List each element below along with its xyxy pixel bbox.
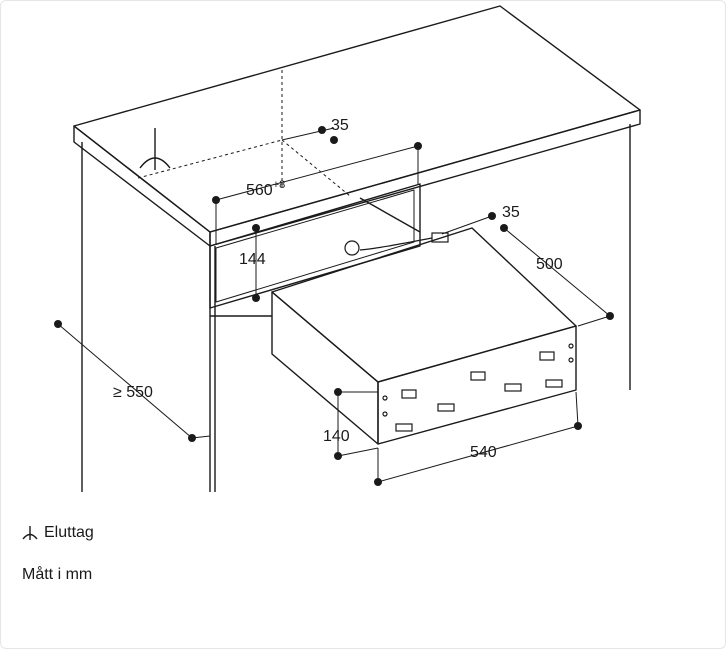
drawer-slot (401, 389, 417, 399)
worktop-top (73, 5, 641, 233)
dim-point (252, 224, 260, 232)
legend-socket-label: Eluttag (44, 524, 94, 541)
drawer-slot (504, 383, 522, 392)
socket-guide-diagonal (281, 139, 351, 197)
dim-label-500: 500 (536, 256, 563, 273)
dim-point (252, 294, 260, 302)
connector-plug (431, 232, 449, 243)
dim-point (318, 126, 326, 134)
dim-line-500 (503, 227, 611, 317)
mains-plug (344, 240, 360, 256)
dim-line-540 (377, 425, 579, 483)
dim-line-35-top (281, 127, 335, 141)
ext-line (575, 391, 579, 427)
drawer-slot (539, 351, 555, 361)
dim-label-140: 140 (323, 428, 350, 445)
drawer-screw (568, 343, 574, 349)
dim-value-560: 560 (246, 182, 273, 199)
dim-point (606, 312, 614, 320)
drawer-slot (470, 371, 486, 381)
legend-socket: Eluttag (22, 520, 94, 546)
socket-guide-horizontal (137, 139, 283, 179)
dim-point (54, 320, 62, 328)
dim-point (212, 196, 220, 204)
dim-label-144: 144 (239, 251, 266, 268)
drawer-screw (568, 357, 574, 363)
dim-point (334, 452, 342, 460)
dim-label-540: 540 (470, 444, 497, 461)
dim-line-550 (57, 323, 193, 439)
drawer-top (271, 227, 577, 383)
worktop-side-edge (209, 109, 641, 247)
niche-opening (209, 183, 421, 309)
dim-point (574, 422, 582, 430)
units-note: Mått i mm (22, 566, 93, 583)
drawer-slot (395, 423, 413, 432)
dim-point (334, 388, 342, 396)
socket-symbol (139, 128, 171, 170)
dim-line-560 (215, 145, 419, 201)
dim-point (330, 136, 338, 144)
dim-label-550: ≥ 550 (113, 384, 153, 401)
legend-units: Mått i mm (22, 562, 94, 588)
drawer-screw (382, 395, 388, 401)
ext-line (577, 315, 611, 327)
dim-point (488, 212, 496, 220)
legend: Eluttag Mått i mm (22, 520, 94, 588)
dim-point (500, 224, 508, 232)
dim-label-35-top: 35 (331, 117, 349, 134)
drawer-front-panel (377, 325, 577, 445)
drawer-slot (545, 379, 563, 388)
dim-point (374, 478, 382, 486)
dim-label-560: 560+8 (246, 179, 285, 199)
drawer-screw (382, 411, 388, 417)
drawer-left-side (271, 291, 379, 445)
niche-back-line (359, 197, 421, 233)
dim-point (414, 142, 422, 150)
dim-point (188, 434, 196, 442)
dim-line-35-side (441, 215, 493, 235)
niche-opening-inner (215, 189, 415, 303)
ext-line (337, 447, 379, 457)
dim-label-35-side: 35 (502, 204, 520, 221)
drawer-slot (437, 403, 455, 412)
worktop-front-edge (73, 125, 211, 247)
power-cable (359, 237, 433, 251)
socket-icon (22, 526, 38, 540)
dim-tolerance-560: +8 (273, 179, 286, 191)
